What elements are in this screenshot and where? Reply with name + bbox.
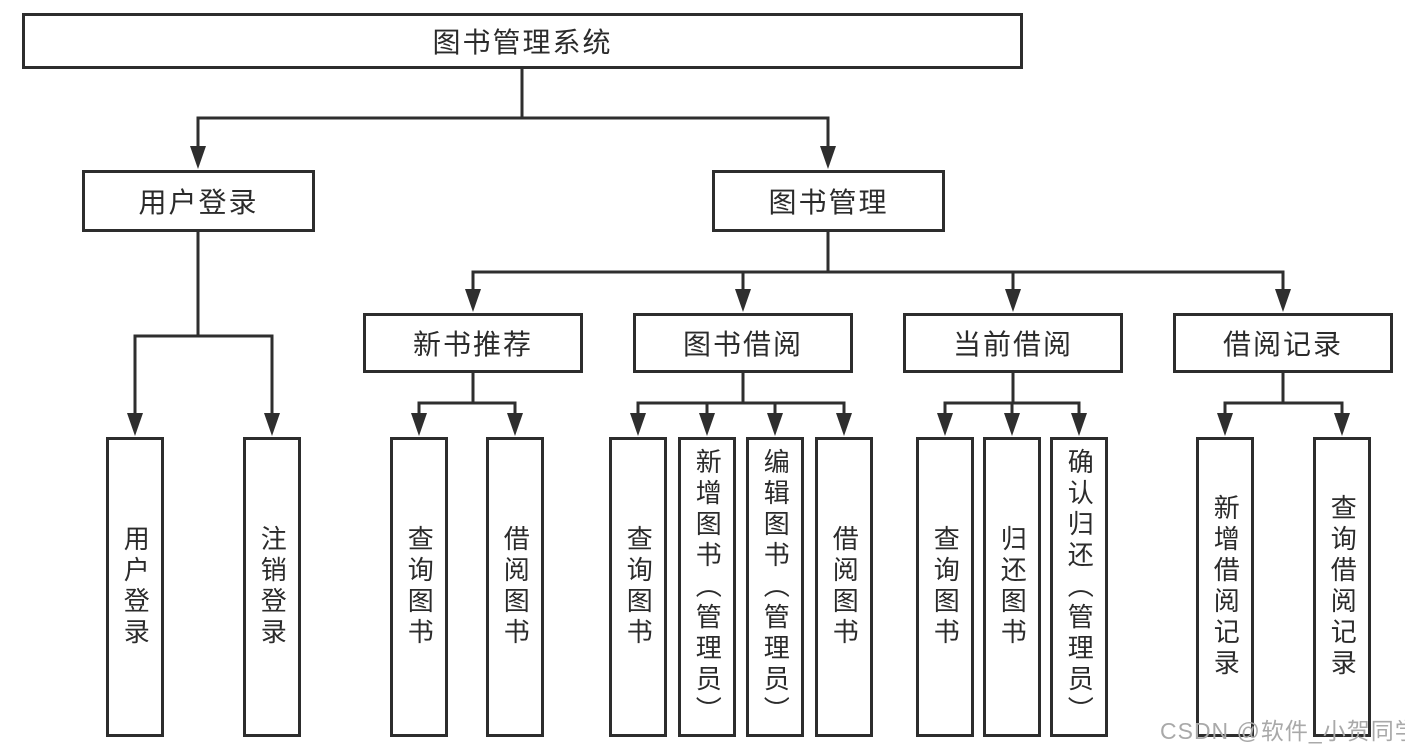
node-root: 图书管理系统 — [22, 13, 1023, 69]
csdn-watermark: CSDN @软件_小贺同学 — [1160, 718, 1405, 744]
connector-book-mgmt-to-level2 — [465, 232, 1291, 312]
node-new-book-rec: 新书推荐 — [363, 313, 583, 373]
leaf-rec-borrow-books: 借阅图书 — [486, 437, 544, 737]
leaf-bb-edit-books-admin: 编辑图书（管理员） — [746, 437, 804, 737]
node-current-borrow: 当前借阅 — [903, 313, 1123, 373]
leaf-logout: 注销登录 — [243, 437, 301, 737]
leaf-rec-query-books: 查询图书 — [390, 437, 448, 737]
connector-root-to-level1 — [190, 68, 836, 169]
leaf-bb-borrow-books: 借阅图书 — [815, 437, 873, 737]
connector-new-book-rec-to-leaves — [411, 373, 523, 436]
leaf-br-query-record: 查询借阅记录 — [1313, 437, 1371, 737]
leaf-cb-query-books: 查询图书 — [916, 437, 974, 737]
leaf-cb-confirm-return-admin: 确认归还（管理员） — [1050, 437, 1108, 737]
leaf-bb-add-books-admin: 新增图书（管理员） — [678, 437, 736, 737]
leaf-br-add-record: 新增借阅记录 — [1196, 437, 1254, 737]
leaf-bb-query-books: 查询图书 — [609, 437, 667, 737]
leaf-cb-return-books: 归还图书 — [983, 437, 1041, 737]
connector-user-login-to-leaves — [127, 232, 280, 436]
node-user-login: 用户登录 — [82, 170, 315, 232]
node-borrow-record: 借阅记录 — [1173, 313, 1393, 373]
leaf-user-login: 用户登录 — [106, 437, 164, 737]
connector-current-borrow-to-leaves — [937, 373, 1087, 436]
node-book-borrow: 图书借阅 — [633, 313, 853, 373]
node-book-mgmt: 图书管理 — [712, 170, 945, 232]
connector-book-borrow-to-leaves — [630, 373, 852, 436]
connector-borrow-record-to-leaves — [1217, 373, 1350, 436]
